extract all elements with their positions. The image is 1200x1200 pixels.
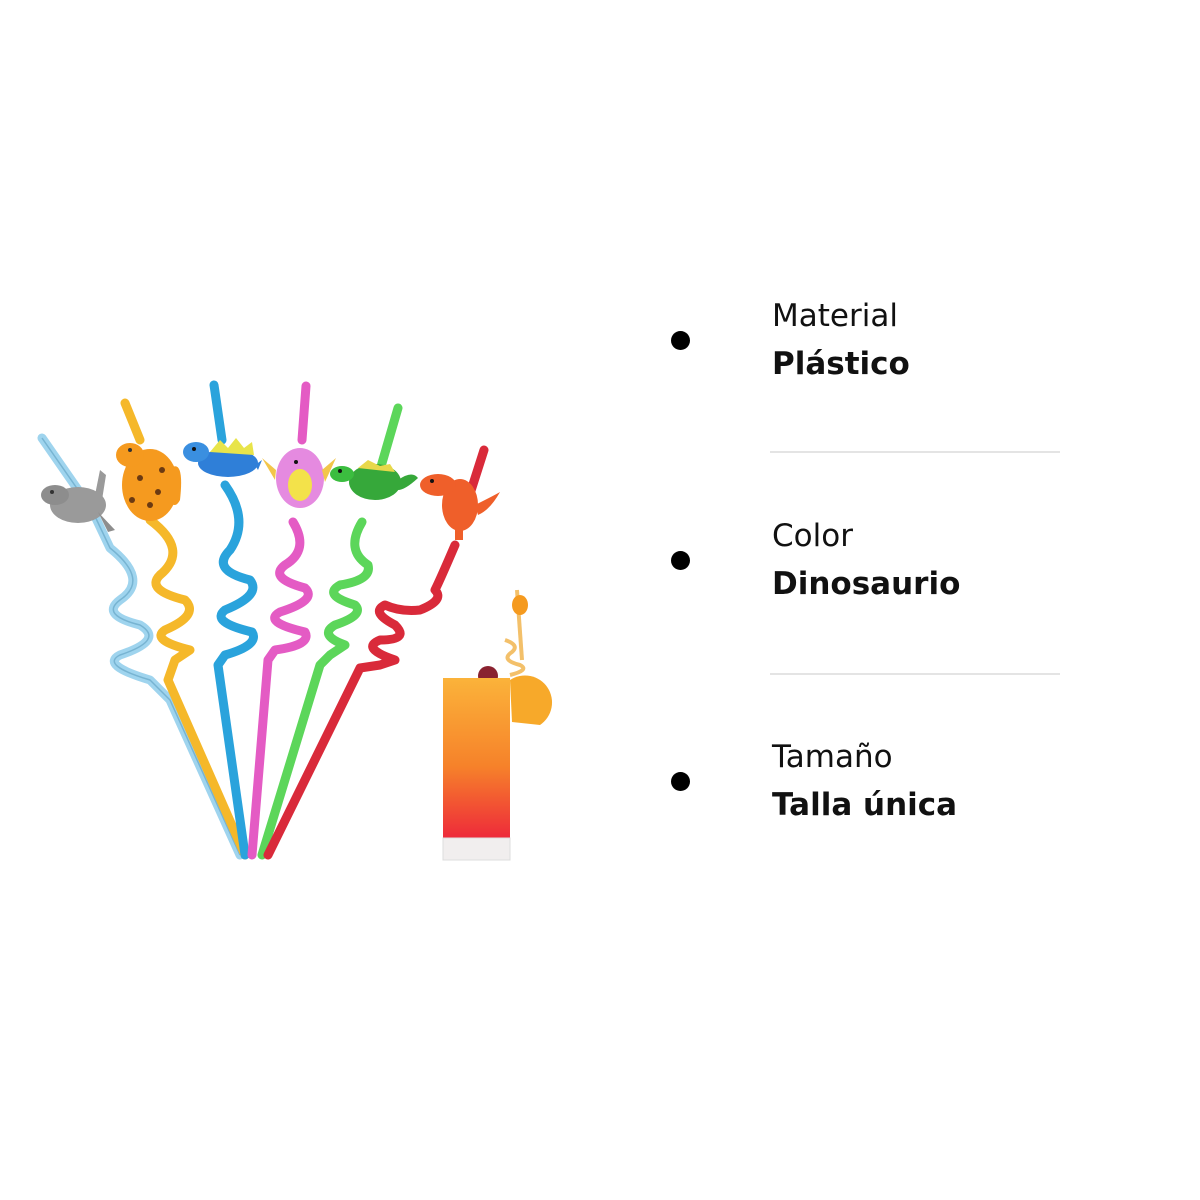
spec-label: Color xyxy=(772,518,853,554)
bullet-icon xyxy=(671,772,690,791)
dinosaur-topper-blue xyxy=(183,438,262,477)
bullet-icon xyxy=(671,331,690,350)
dinosaur-topper-pink xyxy=(262,448,336,508)
straw-green xyxy=(257,403,403,860)
spec-row-size: Tamaño Talla única xyxy=(660,739,1080,841)
spec-row-color: Color Dinosaurio xyxy=(660,518,1080,620)
dinosaur-topper-orange xyxy=(116,443,182,521)
dinosaur-topper-orange-trex xyxy=(420,474,500,540)
divider xyxy=(770,451,1060,453)
spec-value: Dinosaurio xyxy=(772,566,961,602)
spec-label: Tamaño xyxy=(772,739,893,775)
spec-value: Plástico xyxy=(772,346,910,382)
dinosaur-topper-green xyxy=(330,460,418,500)
drink-glass xyxy=(442,589,553,861)
spec-value: Talla única xyxy=(772,787,958,823)
bullet-icon xyxy=(671,551,690,570)
spec-row-material: Material Plástico xyxy=(660,298,1080,400)
divider xyxy=(770,673,1060,675)
straw-light-blue xyxy=(37,433,245,860)
straw-yellow xyxy=(120,398,250,860)
product-photo xyxy=(37,380,553,861)
straw-pink xyxy=(247,381,313,860)
straw-blue xyxy=(209,380,258,860)
dinosaur-topper-grey xyxy=(41,470,115,532)
spec-label: Material xyxy=(772,298,898,334)
